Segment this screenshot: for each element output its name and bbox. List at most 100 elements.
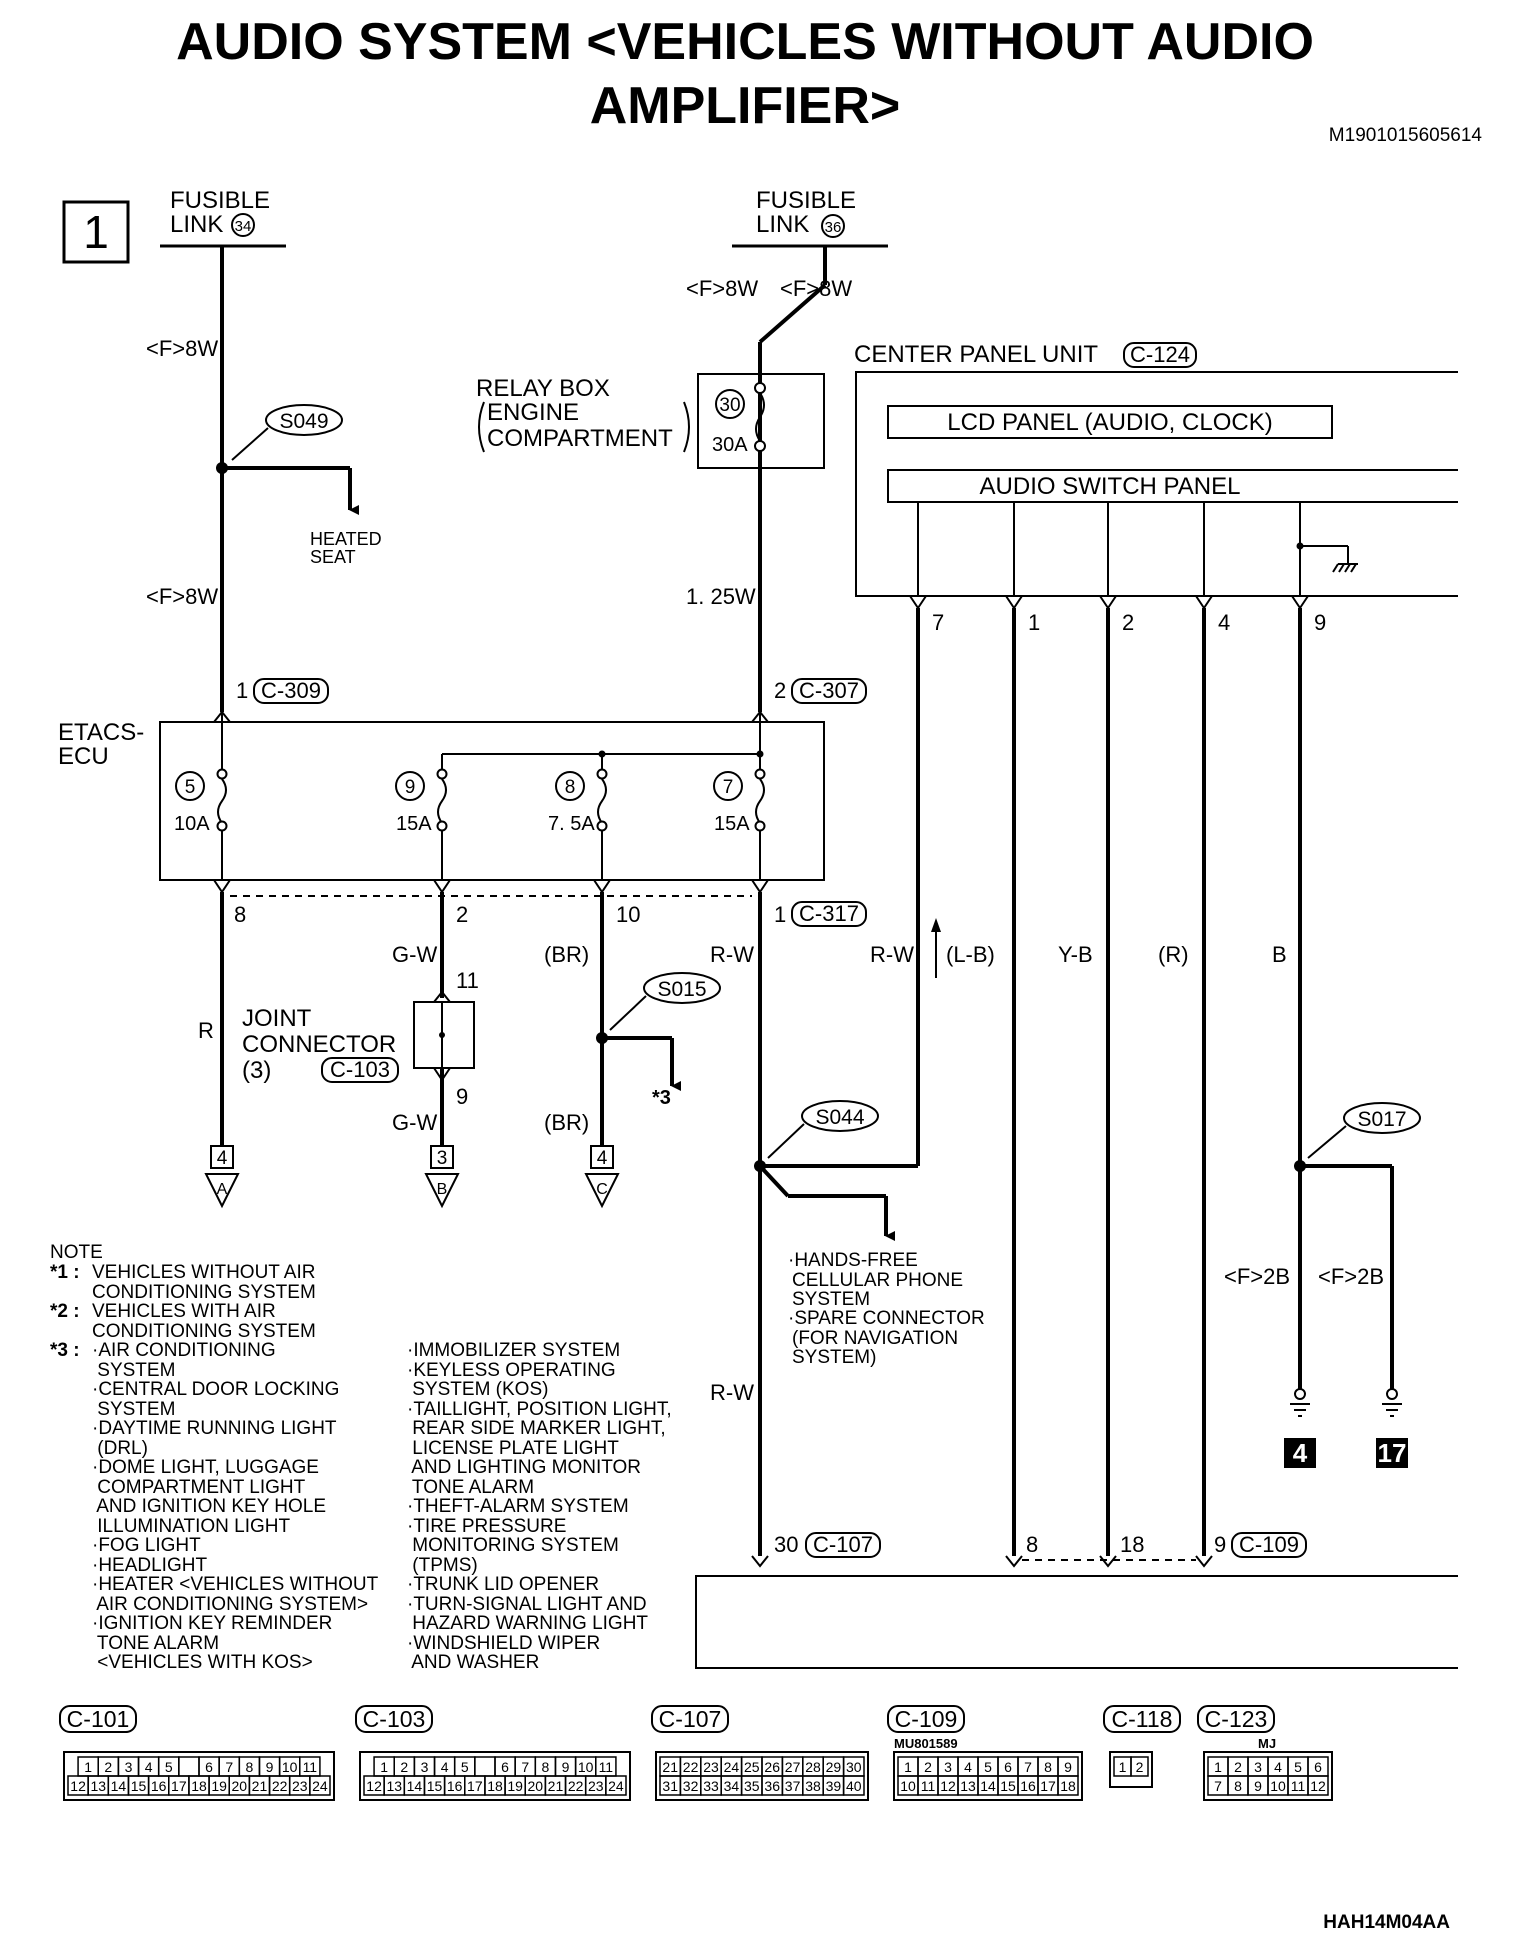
connector-pin: 38 xyxy=(805,1778,821,1794)
note-heading: NOTE xyxy=(50,1242,103,1263)
note-line: AND WASHER xyxy=(407,1652,540,1673)
note-line: ·DAYTIME RUNNING LIGHT xyxy=(92,1418,337,1439)
note-line: VEHICLES WITHOUT AIR xyxy=(92,1262,316,1283)
pin-number: 9 xyxy=(456,1084,468,1109)
destination-item: SYSTEM xyxy=(792,1289,870,1310)
fuse-number: 8 xyxy=(565,777,576,798)
wire-label: (R) xyxy=(1158,942,1189,967)
note-line: ·IGNITION KEY REMINDER xyxy=(92,1613,333,1634)
connector-pin: 33 xyxy=(703,1778,719,1794)
joint-connector: JOINT CONNECTOR (3) C-103 11 9 xyxy=(242,968,479,1109)
note-line: LICENSE PLATE LIGHT xyxy=(407,1437,619,1459)
connector-pin: 11 xyxy=(921,1778,936,1794)
wire-label: <F>8W xyxy=(146,336,218,361)
pin-number: 1 xyxy=(774,902,786,927)
wire-label: R-W xyxy=(710,942,754,967)
connector-pin: 14 xyxy=(111,1778,127,1794)
note-line: TONE ALARM xyxy=(92,1632,220,1654)
destination-item: CELLULAR PHONE xyxy=(792,1270,963,1291)
link-label: LINK xyxy=(170,211,223,238)
connector-pin: 6 xyxy=(1314,1759,1322,1775)
pin-number: 1 xyxy=(1028,610,1040,635)
connector-pin: 12 xyxy=(70,1778,86,1794)
note-mark: *2 : xyxy=(50,1301,80,1322)
connector-pin: 17 xyxy=(1040,1778,1056,1794)
connector-pin: 19 xyxy=(211,1778,227,1794)
wire-label: R-W xyxy=(870,942,914,967)
heated-seat-label: SEAT xyxy=(310,547,356,567)
connector-tag: C-109 xyxy=(1239,1532,1299,1557)
note-line: (TPMS) xyxy=(407,1554,478,1576)
connector-pin: 13 xyxy=(386,1778,402,1794)
connector-pin: 2 xyxy=(400,1759,408,1775)
note-line: ·IMMOBILIZER SYSTEM xyxy=(407,1340,621,1361)
connector-pin: 1 xyxy=(380,1759,388,1775)
wire-label: <F>8W xyxy=(146,584,218,609)
wire-right-feed xyxy=(758,246,827,712)
fusible-link-34: FUSIBLE LINK 34 xyxy=(160,187,286,248)
destination-item: (FOR NAVIGATION xyxy=(792,1328,958,1349)
connector-pin: 6 xyxy=(1004,1759,1012,1775)
fuse-number: 5 xyxy=(185,777,196,798)
connector-pin: 4 xyxy=(441,1759,449,1775)
splice-label: S017 xyxy=(1357,1108,1406,1131)
fuse-rating: 10A xyxy=(174,813,210,835)
note-line: ·TIRE PRESSURE xyxy=(407,1515,567,1537)
offpage-connector-c: 4 C xyxy=(584,1145,620,1209)
connector-pin: 22 xyxy=(272,1778,288,1794)
splice-s049: S049 xyxy=(231,404,343,461)
note-line: ·HEATER <VEHICLES WITHOUT xyxy=(92,1574,379,1595)
fuse-rating: 7. 5A xyxy=(548,813,595,835)
destination-item: ·SPARE CONNECTOR xyxy=(788,1308,985,1329)
connector-pin: 20 xyxy=(232,1778,248,1794)
ground-number: 4 xyxy=(1293,1438,1308,1468)
note-line: AND IGNITION KEY HOLE xyxy=(92,1496,327,1517)
wire-label: <F>2B xyxy=(1224,1264,1290,1289)
connector-pin: 37 xyxy=(785,1778,801,1794)
fusible-number: 34 xyxy=(235,218,252,235)
note-line: ·WINDSHIELD WIPER xyxy=(407,1632,601,1654)
connector-pin: 1 xyxy=(1214,1759,1222,1775)
wire-label: <F>8W xyxy=(780,276,852,301)
note-line: ILLUMINATION LIGHT xyxy=(92,1515,291,1537)
connector-pin: 16 xyxy=(1020,1778,1036,1794)
connector-pin: 3 xyxy=(125,1759,133,1775)
center-panel-unit: CENTER PANEL UNIT C-124 LCD PANEL (AUDIO… xyxy=(854,341,1458,597)
connector-face-label: C-107 xyxy=(659,1706,722,1732)
sheet-number-box: 1 xyxy=(62,200,130,264)
connector-pin: 3 xyxy=(421,1759,429,1775)
note-mark: *3 : xyxy=(50,1340,80,1361)
connector-pin: 8 xyxy=(541,1759,549,1775)
splice-node xyxy=(1294,1160,1306,1172)
note-line: SYSTEM xyxy=(92,1398,176,1420)
note-line: (DRL) xyxy=(92,1437,148,1459)
connector-pin: 10 xyxy=(578,1759,594,1775)
fuse-rating: 30A xyxy=(712,434,748,456)
connector-pin: 19 xyxy=(507,1778,523,1794)
note-line: ·TRUNK LID OPENER xyxy=(407,1574,600,1595)
pin-number: 11 xyxy=(456,968,479,993)
title-line-1: AUDIO SYSTEM <VEHICLES WITHOUT AUDIO xyxy=(176,13,1314,71)
connector-pin: 14 xyxy=(407,1778,423,1794)
connector-tag: C-103 xyxy=(330,1057,390,1082)
connector-tag: C-307 xyxy=(799,678,859,703)
connector-pin: 8 xyxy=(1044,1759,1052,1775)
connector-pin: 11 xyxy=(303,1759,318,1775)
note-line: HAZARD WARNING LIGHT xyxy=(407,1613,649,1634)
offpage-connector-b: 3 B xyxy=(424,1145,460,1209)
connector-pin: 22 xyxy=(683,1759,699,1775)
fuse-number: 9 xyxy=(405,777,416,798)
connector-pin: 27 xyxy=(785,1759,801,1775)
connector-pin: 21 xyxy=(548,1778,564,1794)
connector-face-label: C-109 xyxy=(895,1706,958,1732)
note-item-3-column-2: ·IMMOBILIZER SYSTEM·KEYLESS OPERATING SY… xyxy=(407,1341,707,1673)
connector-pin: 1 xyxy=(84,1759,92,1775)
note-line: TONE ALARM xyxy=(407,1476,535,1498)
connector-pin: 9 xyxy=(1254,1778,1262,1794)
center-panel-pins xyxy=(909,595,1309,610)
wire-label: <F>2B xyxy=(1318,1264,1384,1289)
splice-label: S015 xyxy=(657,978,706,1001)
note-line: ·CENTRAL DOOR LOCKING xyxy=(92,1379,340,1400)
destination-item: SYSTEM) xyxy=(792,1347,876,1368)
heated-seat-label: HEATED xyxy=(310,529,382,549)
